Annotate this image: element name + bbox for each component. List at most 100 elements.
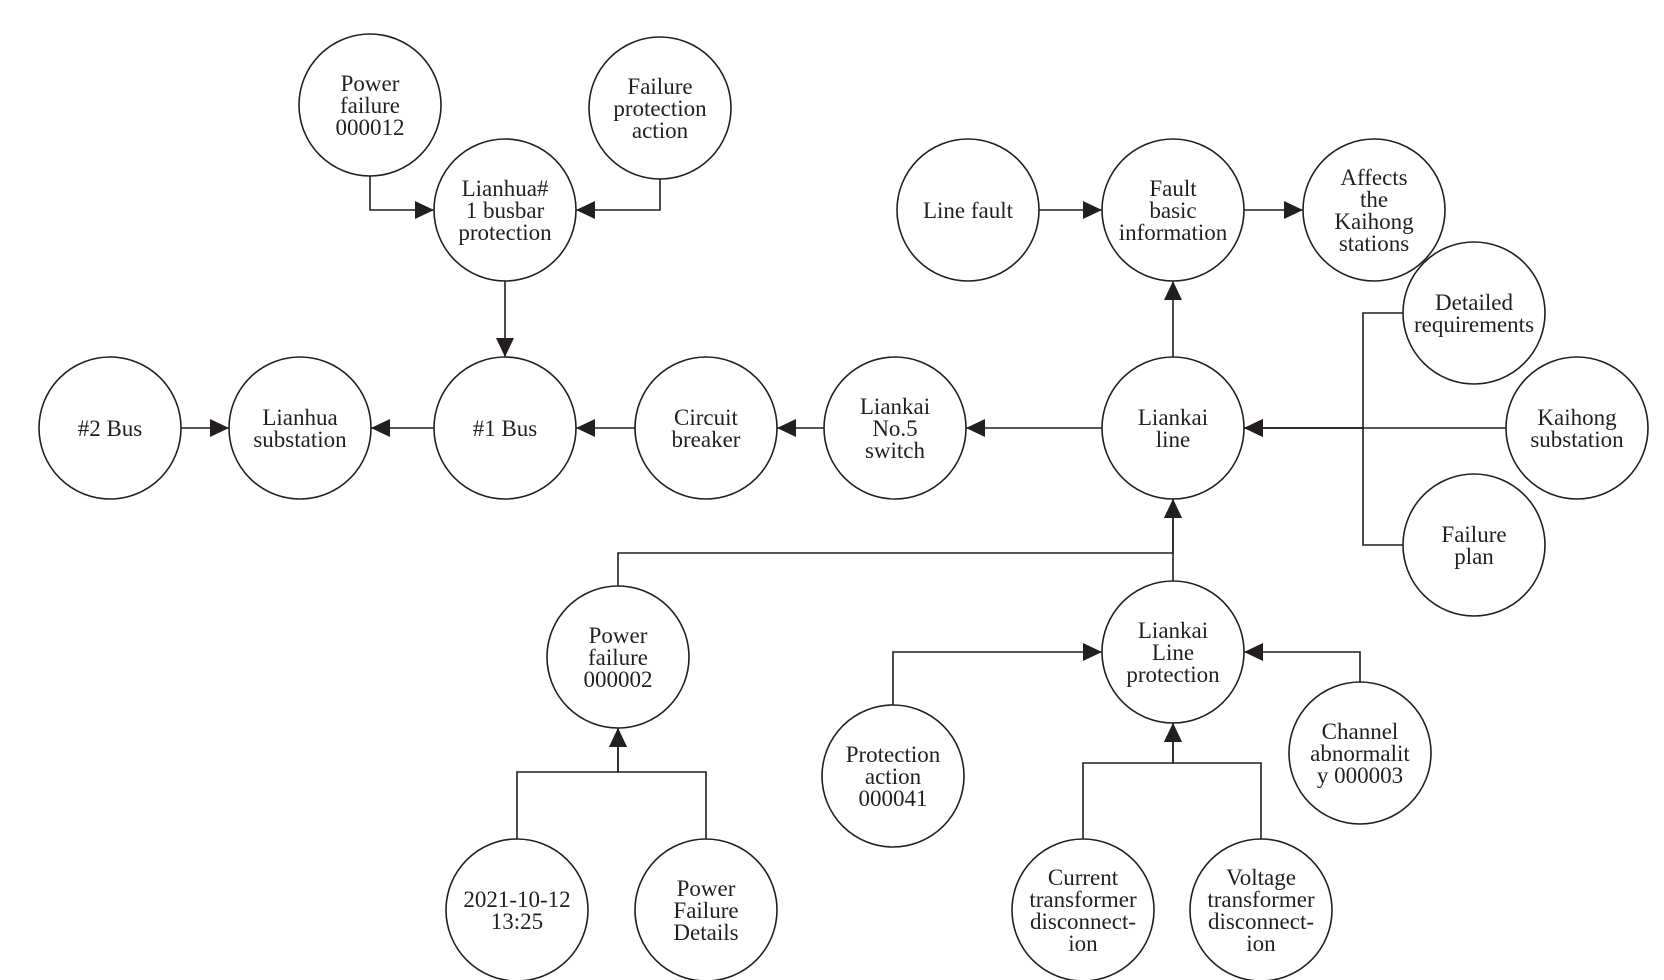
node-label-line: disconnect-	[1030, 909, 1136, 934]
edge-liankai-line-to-liankai-no5-switch	[966, 419, 1102, 437]
node-circle	[546, 585, 690, 729]
edge-circuit-breaker-to-bus-1	[576, 419, 635, 437]
node-label-line: Affects	[1340, 165, 1407, 190]
node-circle	[228, 356, 372, 500]
node-label-line: #2 Bus	[78, 416, 143, 441]
arrowhead-icon	[1164, 499, 1182, 518]
edge-fault-basic-information-to-affects-kaihong-stations	[1244, 201, 1303, 219]
node-circle	[1402, 241, 1546, 385]
arrowhead-icon	[1164, 281, 1182, 300]
edge-line	[1082, 723, 1174, 839]
arrowhead-icon	[1244, 643, 1263, 661]
node-label-line: Voltage	[1226, 865, 1296, 890]
edge-power-failure-000012-to-lianhua-busbar-protection	[369, 176, 434, 219]
edge-lianhua-busbar-protection-to-bus-1	[496, 281, 514, 357]
node-label-line: basic	[1149, 198, 1196, 223]
node-label-line: Kaihong	[1537, 405, 1617, 430]
node-label-line: failure	[340, 93, 400, 118]
node-circle	[1011, 838, 1155, 980]
edges-layer	[181, 176, 1506, 839]
node-circle	[823, 356, 967, 500]
node-circle	[1402, 473, 1546, 617]
edge-bus-2-to-lianhua-substation	[181, 419, 229, 437]
node-circle	[38, 356, 182, 500]
node-label-line: Lianhua	[262, 405, 337, 430]
edge-line	[1244, 427, 1403, 546]
node-circle	[634, 356, 778, 500]
node-label-line: protection	[458, 220, 552, 245]
node-label-line: stations	[1339, 231, 1409, 256]
arrowhead-icon	[371, 419, 390, 437]
edge-liankai-line-protection-to-liankai-line	[1164, 499, 1182, 581]
arrowhead-icon	[1083, 643, 1102, 661]
node-label-line: Line fault	[923, 198, 1014, 223]
node-circle	[821, 704, 965, 848]
edge-line	[369, 176, 434, 211]
edge-power-failure-000002-to-liankai-line	[617, 499, 1182, 586]
node-label-line: Detailed	[1435, 290, 1513, 315]
node-label-line: 1 busbar	[466, 198, 545, 223]
node-label-line: 000002	[584, 667, 653, 692]
node-label-line: 2021-10-12	[463, 887, 570, 912]
arrowhead-icon	[496, 338, 514, 357]
arrowhead-icon	[609, 728, 627, 747]
node-label-line: Protection	[846, 742, 941, 767]
edge-voltage-transformer-disconnection-to-liankai-line-protection	[1164, 723, 1262, 839]
node-label-line: substation	[253, 427, 347, 452]
node-line-fault: Line fault	[896, 138, 1040, 282]
arrowhead-icon	[966, 419, 985, 437]
edge-line	[1172, 723, 1262, 839]
node-circle	[634, 838, 778, 980]
node-label-line: Liankai	[1138, 618, 1208, 643]
edge-detailed-requirements-to-liankai-line	[1244, 312, 1403, 437]
node-label-line: Power	[677, 876, 736, 901]
node-label-line: failure	[588, 645, 648, 670]
node-label-line: protection	[613, 96, 707, 121]
node-label-line: protection	[1126, 662, 1220, 687]
node-label-line: action	[865, 764, 922, 789]
arrowhead-icon	[576, 419, 595, 437]
node-label-line: disconnect-	[1208, 909, 1314, 934]
edge-protection-action-000041-to-liankai-line-protection	[892, 643, 1102, 705]
node-label-line: ion	[1068, 931, 1098, 956]
node-label-line: Line	[1152, 640, 1194, 665]
arrowhead-icon	[1284, 201, 1303, 219]
node-circle	[433, 138, 577, 282]
node-label-line: breaker	[672, 427, 741, 452]
edge-failure-plan-to-liankai-line	[1244, 419, 1403, 546]
node-label-line: Liankai	[1138, 405, 1208, 430]
arrowhead-icon	[777, 419, 796, 437]
node-circle	[1302, 138, 1446, 282]
node-label-line: switch	[865, 438, 926, 463]
node-label-line: 000012	[336, 115, 405, 140]
edge-line	[1244, 312, 1403, 429]
node-circle	[1101, 138, 1245, 282]
node-circle	[1505, 356, 1649, 500]
edge-line	[516, 728, 619, 839]
nodes-layer: Powerfailure000012Failureprotectionactio…	[38, 33, 1649, 980]
edge-power-failure-details-to-power-failure-000002	[609, 728, 707, 839]
edge-failure-protection-action-to-lianhua-busbar-protection	[576, 179, 661, 219]
edge-line	[617, 499, 1174, 586]
node-circle	[1101, 356, 1245, 500]
node-label-line: No.5	[872, 416, 917, 441]
node-circle	[1288, 681, 1432, 825]
node-label-line: Circuit	[674, 405, 738, 430]
node-label-line: Fault	[1149, 176, 1197, 201]
node-bus-2: #2 Bus	[38, 356, 182, 500]
